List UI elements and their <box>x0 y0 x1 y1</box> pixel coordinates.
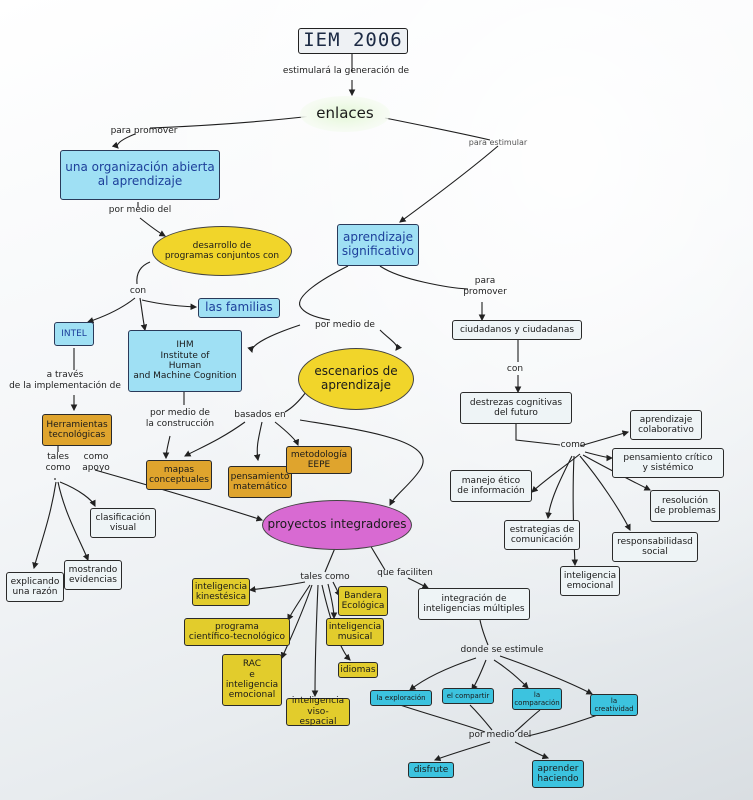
link-label-tales-como: tales como <box>45 452 71 473</box>
link-label-basados-en: basados en <box>234 410 286 420</box>
node-la-comparacion: la comparación <box>512 688 562 710</box>
link-label-con-2: con <box>506 364 524 374</box>
node-disfrute: disfrute <box>408 762 454 778</box>
link-label-a-traves: a través de la implementación de <box>9 370 121 391</box>
link-label-por-medio-del: por medio del <box>108 205 172 215</box>
node-mapas-conceptuales: mapas conceptuales <box>146 460 212 490</box>
link-label-estimulara: estimulará la generación de <box>282 66 410 76</box>
link-label-para-estimular: para estimular <box>468 138 528 147</box>
node-destrezas-cognitivas: destrezas cognitivas del futuro <box>460 392 572 424</box>
node-inteligencia-musical: inteligencia musical <box>326 618 384 646</box>
node-la-exploracion: la exploración <box>370 690 432 706</box>
node-clasificacion-visual: clasificación visual <box>90 508 156 538</box>
node-inteligencia-viso-espacial: inteligencia viso-espacial <box>286 696 350 727</box>
node-herramientas-tecnologicas: Herramientas tecnológicas <box>42 414 112 446</box>
link-label-que-faciliten: que faciliten <box>377 568 433 578</box>
node-ciudadanos: ciudadanos y ciudadanas <box>452 320 582 340</box>
node-intel: INTEL <box>54 322 94 346</box>
node-las-familias: las familias <box>198 298 280 318</box>
node-bandera-ecologica: Bandera Ecológica <box>338 586 388 616</box>
map-title: IEM 2006 <box>298 28 408 54</box>
node-rac-inteligencia-emocional: RAC e inteligencia emocional <box>222 654 282 706</box>
node-metodologia-eepe: metodología EEPE <box>286 446 352 474</box>
node-aprendizaje-colaborativo: aprendizaje colaborativo <box>630 410 702 440</box>
link-label-como: como <box>560 440 586 450</box>
link-label-para-promover-2: para promover <box>463 276 507 297</box>
node-inteligencia-kinestesica: inteligencia kinestésica <box>192 578 250 606</box>
node-inteligencia-emocional: inteligencia emocional <box>560 566 620 596</box>
node-manejo-etico: manejo ético de información <box>450 470 532 502</box>
link-label-donde-se-estimule: donde se estimule <box>460 645 544 655</box>
node-desarrollo-programas: desarrollo de programas conjuntos con <box>152 226 292 276</box>
node-organizacion-abierta: una organización abierta al aprendizaje <box>60 150 220 200</box>
node-escenarios-aprendizaje: escenarios de aprendizaje <box>298 348 414 410</box>
link-label-tales-como-2: tales como <box>300 572 350 582</box>
link-label-como-apoyo: como apoyo <box>82 452 110 473</box>
link-label-con: con <box>129 286 147 296</box>
node-el-compartir: el compartir <box>442 688 494 704</box>
link-label-para-promover: para promover <box>110 126 178 136</box>
node-pensamiento-matematico: pensamiento matemático <box>228 466 292 498</box>
link-label-por-medio-del-2: por medio del <box>468 730 532 740</box>
node-explicando-razon: explicando una razón <box>6 572 64 602</box>
node-pensamiento-critico: pensamiento crítico y sistémico <box>612 448 724 478</box>
node-responsabilidad-social: responsabilidasd social <box>612 532 698 562</box>
link-label-por-medio-de: por medio de <box>315 320 375 330</box>
node-ihm: IHM Institute of Human and Machine Cogni… <box>128 330 242 392</box>
link-label-por-medio-construccion: por medio de la construcción <box>145 408 215 429</box>
node-idiomas: idiomas <box>338 662 378 678</box>
node-aprendizaje-significativo: aprendizaje significativo <box>337 224 419 266</box>
node-resolucion-problemas: resolución de problemas <box>650 490 720 522</box>
node-proyectos-integradores: proyectos integradores <box>262 500 412 550</box>
node-integracion-inteligencias: integración de inteligencias múltiples <box>418 588 530 620</box>
node-mostrando-evidencias: mostrando evidencias <box>64 560 122 590</box>
node-enlaces: enlaces <box>300 96 390 132</box>
node-aprender-haciendo: aprender haciendo <box>532 760 584 788</box>
node-la-creatividad: la creatividad <box>590 694 638 716</box>
node-programa-cientifico: programa científico-tecnológico <box>184 618 290 646</box>
node-estrategias-comunicacion: estrategias de comunicación <box>504 520 580 550</box>
